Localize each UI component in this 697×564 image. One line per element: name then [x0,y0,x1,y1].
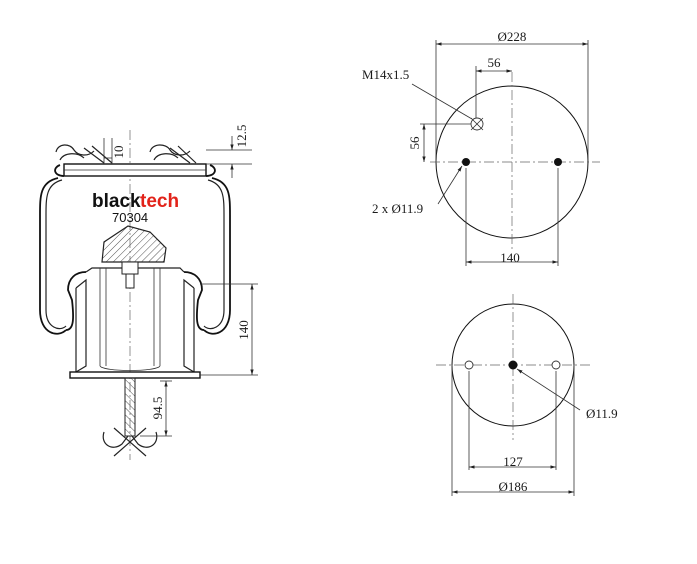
top-offset-v: 56 [407,136,422,150]
top-outer-diameter: Ø228 [498,29,527,44]
dim-94-5: 94.5 [150,397,165,420]
top-plate-view: Ø228 56 56 M14x1.5 2 x Ø11.9 140 [362,29,600,266]
bottom-hole-spacing: 127 [503,454,523,469]
locator-hole [551,360,561,370]
thread-label: M14x1.5 [362,67,409,82]
stud-icon [102,377,158,457]
clip-icon [149,144,197,164]
dim-10: 10 [111,146,126,159]
side-view: black tech 70304 10 12.5 140 94.5 [39,125,258,460]
brand-name-black: black [92,191,141,212]
center-hole [508,360,518,370]
dim-12-5: 12.5 [234,125,249,148]
bottom-center-hole: Ø11.9 [586,406,618,421]
bottom-plate-view: Ø11.9 127 Ø186 [436,294,618,496]
top-hole-spacing: 140 [500,250,520,265]
top-offset-h: 56 [488,55,502,70]
clip-icon [55,144,113,164]
mount-hole [462,158,470,166]
brand-name-red: tech [140,191,179,212]
bottom-outer-diameter: Ø186 [499,479,528,494]
holes-label: 2 x Ø11.9 [372,201,423,216]
model-number: 70304 [112,210,148,225]
dim-140-height: 140 [236,320,251,340]
locator-hole [464,360,474,370]
mount-hole [554,158,562,166]
bumper-icon [101,225,167,263]
